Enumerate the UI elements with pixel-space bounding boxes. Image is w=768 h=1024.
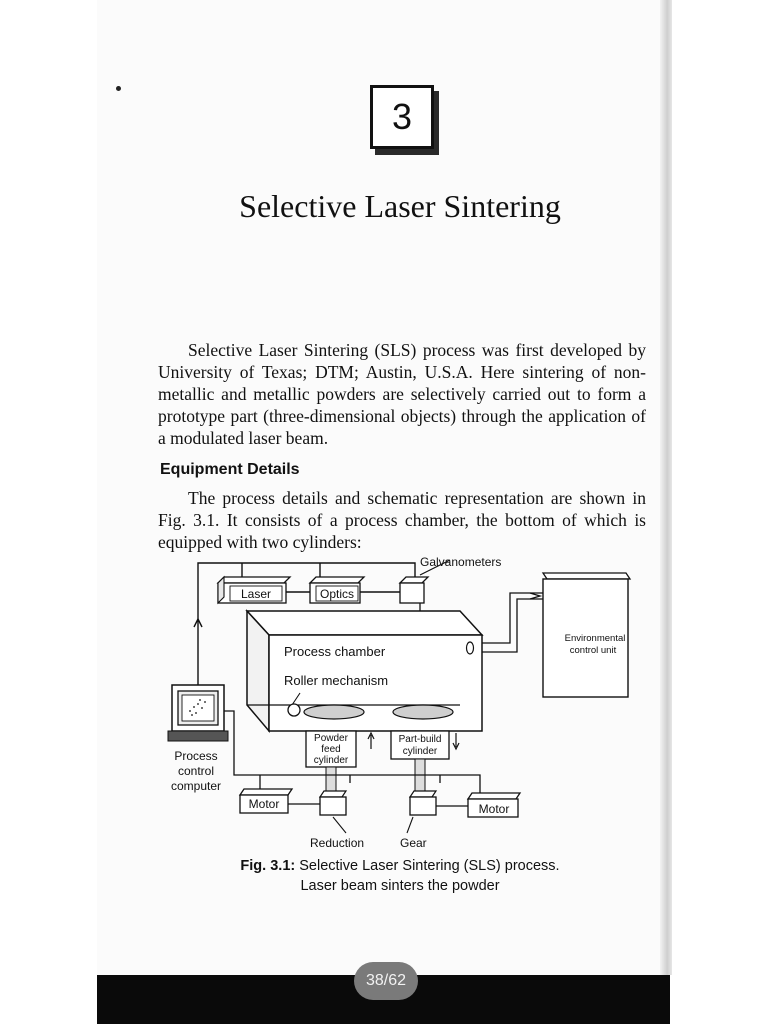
- galvanometers-label: Galvanometers: [420, 555, 501, 569]
- powder-feed-cylinder: Powder feed cylinder: [305, 730, 375, 796]
- figure-caption-line2: Laser beam sinters the powder: [300, 878, 500, 894]
- optics-box: Optics: [308, 576, 366, 604]
- page-edge-shadow: [660, 0, 672, 975]
- gear-label: Gear: [400, 836, 427, 850]
- motor-left: Motor: [238, 788, 320, 814]
- laser-label: Laser: [241, 587, 271, 601]
- reduction-label: Reduction: [310, 836, 364, 850]
- chapter-title: Selective Laser Sintering: [239, 188, 561, 224]
- section-paragraph: The process details and schematic repres…: [158, 487, 646, 553]
- document-page: [97, 0, 670, 975]
- part-build-label-line2: cylinder: [403, 746, 438, 757]
- powder-feed-label-line3: cylinder: [314, 755, 349, 766]
- motor-right: Motor: [466, 792, 522, 818]
- motor-right-label: Motor: [479, 802, 510, 816]
- environmental-control-unit: Environmental control unit: [541, 572, 632, 698]
- part-build-label-line1: Part-build: [399, 734, 442, 745]
- figure-caption: Fig. 3.1: Selective Laser Sintering (SLS…: [210, 856, 590, 896]
- powder-feed-label-line2: feed: [321, 744, 340, 755]
- process-chamber-label: Process chamber: [284, 644, 386, 659]
- intro-paragraph-text: Selective Laser Sintering (SLS) process …: [158, 340, 646, 448]
- laser-box: Laser: [216, 575, 292, 605]
- process-chamber: Process chamber Roller mechanism: [245, 609, 484, 734]
- process-control-computer: Process control computer: [167, 684, 229, 793]
- reduction-gear-right: [408, 790, 468, 816]
- figure-caption-text: Selective Laser Sintering (SLS) process.: [299, 858, 560, 874]
- process-control-label-line1: Process: [174, 749, 217, 763]
- section-paragraph-text: The process details and schematic repres…: [158, 488, 646, 552]
- chapter-number-box: 3: [370, 85, 434, 149]
- motor-left-label: Motor: [249, 797, 280, 811]
- page-indicator[interactable]: 38/62: [354, 962, 418, 1000]
- stray-mark: [116, 86, 121, 91]
- figure-wiring: [193, 562, 416, 685]
- reduction-gear-left: [318, 790, 348, 816]
- optics-label: Optics: [320, 587, 354, 601]
- roller-mechanism-label: Roller mechanism: [284, 673, 388, 688]
- figure-caption-label: Fig. 3.1:: [240, 858, 296, 874]
- galvanometer-box: Galvanometers: [398, 555, 501, 604]
- powder-feed-surface: [303, 704, 365, 720]
- intro-paragraph: Selective Laser Sintering (SLS) process …: [158, 339, 646, 449]
- part-build-surface: [392, 704, 454, 720]
- chapter-number: 3: [391, 96, 413, 137]
- powder-feed-label-line1: Powder: [314, 733, 349, 744]
- section-heading: Equipment Details: [160, 461, 300, 478]
- roller-icon: [287, 703, 301, 717]
- environmental-duct: [482, 592, 543, 653]
- environmental-label-line2: control unit: [570, 645, 617, 656]
- sls-schematic-figure: Laser Optics Galvanometers Process chamb…: [167, 555, 632, 850]
- environmental-label-line1: Environmental: [565, 633, 626, 644]
- process-control-label-line2: control: [178, 764, 214, 778]
- process-control-label-line3: computer: [171, 779, 221, 793]
- part-build-cylinder: Part-build cylinder: [390, 730, 460, 796]
